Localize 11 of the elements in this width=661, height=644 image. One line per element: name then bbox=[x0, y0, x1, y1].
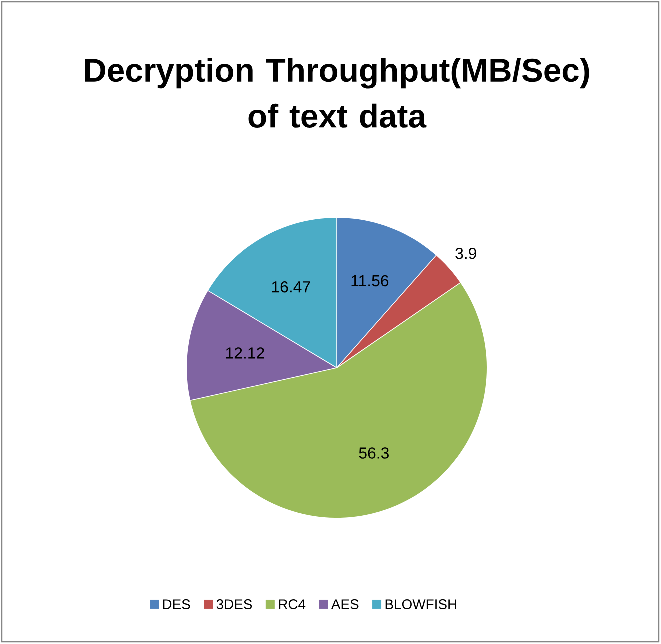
legend-label: RC4 bbox=[279, 600, 306, 610]
data-label: 11.56 bbox=[352, 275, 389, 287]
data-label: 12.12 bbox=[226, 348, 264, 359]
data-label: 3.9 bbox=[456, 248, 476, 260]
data-label: 56.3 bbox=[359, 448, 389, 459]
chart-title: Decryption Throughput(MB/Sec) of text data bbox=[85, 58, 590, 128]
legend-label: BLOWFISH bbox=[386, 600, 456, 610]
legend-label: AES bbox=[331, 600, 359, 610]
legend-label: DES bbox=[163, 600, 190, 610]
data-label: 16.47 bbox=[272, 281, 310, 293]
legend-label: 3DES bbox=[216, 600, 252, 610]
